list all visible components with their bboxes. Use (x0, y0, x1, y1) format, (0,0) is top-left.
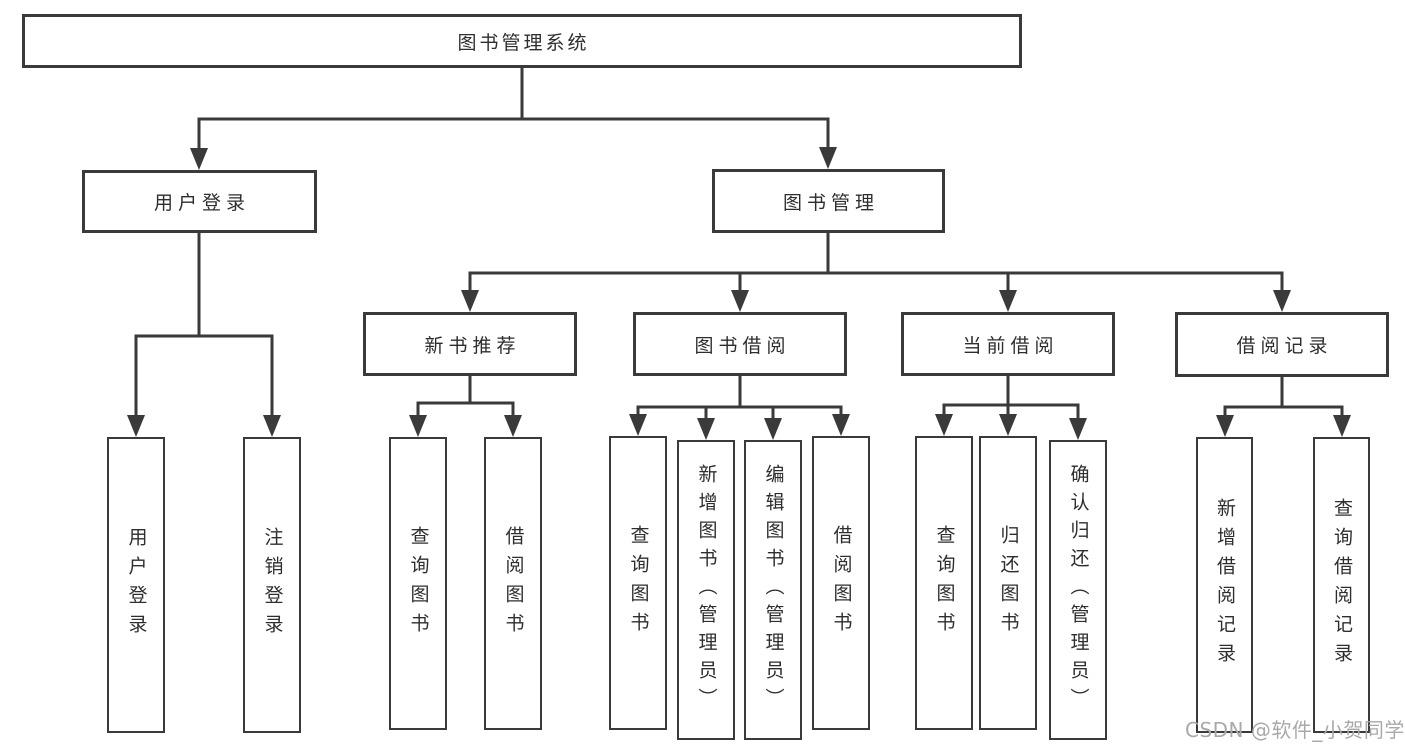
leaf-nbr-borrow-books-label: 借阅图书 (502, 525, 525, 642)
node-new-book-recommend-label: 新书推荐 (424, 334, 521, 357)
node-current-borrowing: 当前借阅 (901, 312, 1115, 376)
node-book-management: 图书管理 (712, 169, 945, 233)
node-current-borrowing-label: 当前借阅 (962, 334, 1059, 357)
node-root: 图书管理系统 (22, 14, 1022, 68)
node-new-book-recommend: 新书推荐 (363, 312, 577, 376)
node-book-borrowing: 图书借阅 (633, 312, 847, 376)
leaf-nbr-query-books-label: 查询图书 (407, 525, 430, 642)
leaf-cb-query-books: 查询图书 (915, 436, 973, 730)
leaf-bb-borrow-books-label: 借阅图书 (830, 525, 853, 641)
leaf-br-add-record: 新增借阅记录 (1196, 437, 1253, 733)
leaf-user-login: 用户登录 (107, 437, 165, 733)
arrowheads (127, 147, 1351, 440)
node-user-login: 用户登录 (82, 170, 317, 233)
leaf-cb-return-books: 归还图书 (979, 436, 1037, 730)
leaf-nbr-borrow-books: 借阅图书 (484, 437, 542, 730)
leaf-cb-return-books-label: 归还图书 (997, 525, 1020, 641)
node-book-management-label: 图书管理 (782, 191, 879, 214)
leaf-bb-query-books-label: 查询图书 (627, 525, 650, 641)
leaf-bb-borrow-books: 借阅图书 (812, 436, 870, 730)
node-borrow-records: 借阅记录 (1175, 312, 1389, 377)
leaf-cb-query-books-label: 查询图书 (933, 525, 956, 641)
leaf-bb-add-books-admin-label: 新增图书（管理员） (695, 464, 718, 716)
leaf-cb-confirm-return-admin: 确认归还（管理员） (1049, 440, 1107, 740)
leaf-bb-query-books: 查询图书 (609, 436, 667, 730)
leaf-bb-edit-books-admin-label: 编辑图书（管理员） (762, 464, 785, 716)
node-borrow-records-label: 借阅记录 (1236, 335, 1333, 357)
leaf-cb-confirm-return-admin-label: 确认归还（管理员） (1067, 464, 1090, 716)
csdn-watermark: CSDN @软件_小贺同学 (1185, 718, 1405, 742)
leaf-user-login-label: 用户登录 (125, 527, 148, 643)
leaf-br-add-record-label: 新增借阅记录 (1214, 498, 1236, 672)
node-user-login-label: 用户登录 (153, 192, 250, 214)
leaf-bb-add-books-admin: 新增图书（管理员） (677, 440, 735, 740)
leaf-br-query-record-label: 查询借阅记录 (1331, 498, 1353, 672)
leaf-bb-edit-books-admin: 编辑图书（管理员） (744, 440, 802, 740)
node-root-label: 图书管理系统 (457, 31, 590, 54)
leaf-br-query-record: 查询借阅记录 (1313, 437, 1370, 733)
leaf-nbr-query-books: 查询图书 (389, 437, 447, 730)
leaf-logout-label: 注销登录 (261, 527, 284, 643)
node-book-borrowing-label: 图书借阅 (694, 334, 791, 357)
leaf-logout: 注销登录 (243, 437, 301, 733)
